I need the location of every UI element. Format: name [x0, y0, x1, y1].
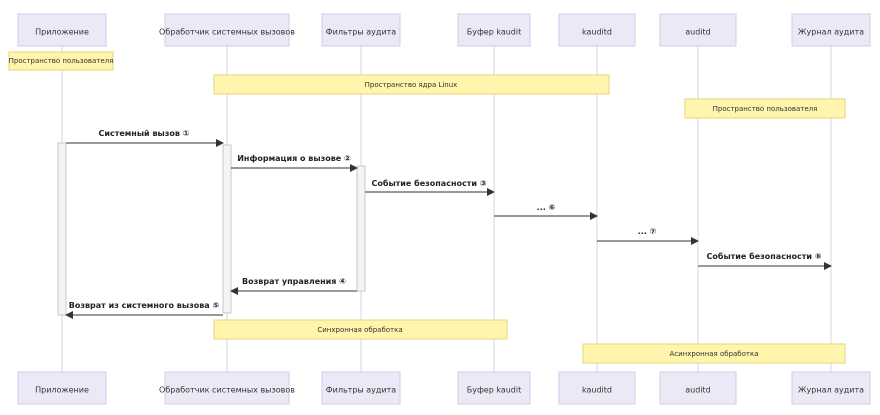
message-label: Возврат из системного вызова ⑤ [69, 301, 220, 310]
note-user-space-left: Пространство пользователя [8, 51, 114, 71]
message-kauditd-to-auditd: ... ⑦ [597, 227, 699, 245]
actor-audit-filters-top: Фильтры аудита [321, 13, 401, 47]
message-label: Событие безопасности ⑧ [706, 251, 821, 261]
message-label: ... ⑦ [638, 227, 657, 236]
actor-app-top: Приложение [17, 13, 107, 47]
actor-syscall-handler-bottom: Обработчик системных вызовов [159, 371, 295, 405]
actor-label: Журнал аудита [798, 28, 864, 37]
actor-label: Обработчик системных вызовов [159, 386, 295, 395]
note-async-processing: Асинхронная обработка [582, 343, 846, 364]
message-security-event-1: Событие безопасности ③ [365, 178, 495, 196]
actor-auditd-top: auditd [659, 13, 737, 47]
actor-label: Буфер kaudit [467, 28, 522, 37]
note-label: Асинхронная обработка [669, 350, 758, 358]
message-label: Событие безопасности ③ [371, 178, 486, 188]
message-buffer-to-kauditd: ... ⑥ [494, 203, 598, 220]
note-label: Синхронная обработка [317, 326, 402, 334]
actor-label: Буфер kaudit [467, 386, 522, 395]
actor-label: Фильтры аудита [326, 28, 397, 37]
actor-audit-filters-bottom: Фильтры аудита [321, 371, 401, 405]
actor-auditd-bottom: auditd [659, 371, 737, 405]
note-user-space-right: Пространство пользователя [684, 98, 846, 119]
actor-kauditd-top: kauditd [558, 13, 636, 47]
actors-top: Приложение Обработчик системных вызовов … [17, 13, 871, 47]
note-label: Пространство пользователя [9, 57, 114, 65]
message-label: Возврат управления ④ [242, 277, 346, 286]
activation-app [57, 142, 67, 316]
actors-bottom: Приложение Обработчик системных вызовов … [17, 371, 871, 405]
message-label: Системный вызов ① [98, 129, 189, 138]
actor-kaudit-buffer-top: Буфер kaudit [457, 13, 531, 47]
note-label: Пространство ядра Linux [365, 81, 458, 89]
activation-syscall-handler [222, 144, 232, 314]
message-call-info: Информация о вызове ② [231, 154, 358, 172]
note-kernel-space: Пространство ядра Linux [213, 74, 610, 95]
message-return-control: Возврат управления ④ [230, 277, 357, 295]
activation-audit-filters [356, 165, 366, 292]
actor-label: Приложение [35, 28, 89, 37]
actor-label: auditd [685, 386, 711, 395]
actor-label: Журнал аудита [798, 386, 864, 395]
activations [57, 142, 366, 316]
note-sync-processing: Синхронная обработка [213, 319, 508, 340]
actor-label: Обработчик системных вызовов [159, 28, 295, 37]
message-label: Информация о вызове ② [237, 154, 351, 163]
actor-label: Фильтры аудита [326, 386, 397, 395]
message-security-event-2: Событие безопасности ⑧ [698, 251, 832, 270]
actor-audit-log-top: Журнал аудита [791, 13, 871, 47]
note-label: Пространство пользователя [713, 105, 818, 113]
messages: Системный вызов ① Информация о вызове ② … [65, 129, 832, 319]
message-return-from-syscall: Возврат из системного вызова ⑤ [65, 301, 223, 319]
actor-app-bottom: Приложение [17, 371, 107, 405]
actor-label: kauditd [582, 386, 612, 395]
actor-syscall-handler-top: Обработчик системных вызовов [159, 13, 295, 47]
notes: Пространство пользователя Пространство я… [8, 51, 846, 364]
actor-label: Приложение [35, 386, 89, 395]
message-label: ... ⑥ [537, 203, 556, 212]
actor-label: kauditd [582, 28, 612, 37]
actor-kauditd-bottom: kauditd [558, 371, 636, 405]
actor-audit-log-bottom: Журнал аудита [791, 371, 871, 405]
actor-label: auditd [685, 28, 711, 37]
actor-kaudit-buffer-bottom: Буфер kaudit [457, 371, 531, 405]
message-system-call: Системный вызов ① [66, 129, 224, 147]
